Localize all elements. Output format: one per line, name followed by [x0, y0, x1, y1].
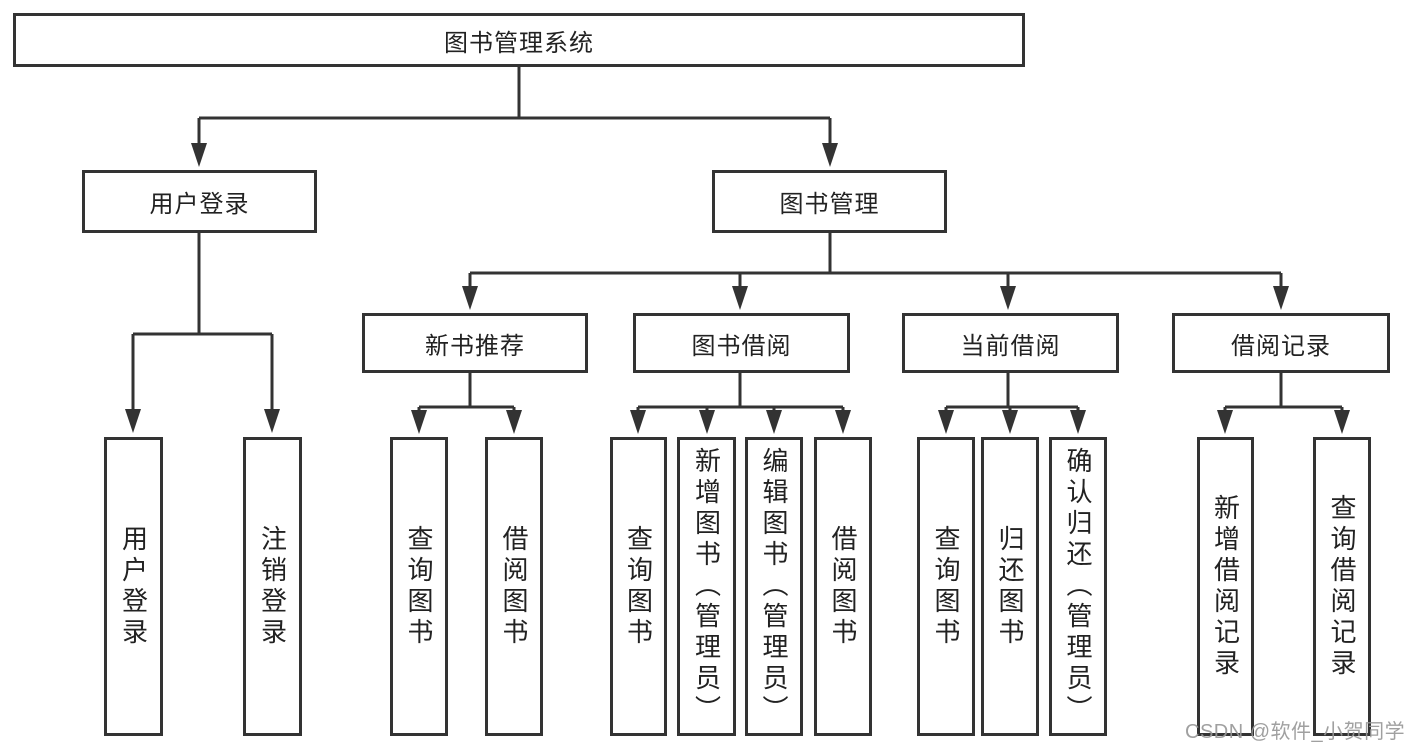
csdn-watermark: CSDN @软件_小贺同学	[1185, 721, 1405, 743]
arrowhead-icon	[1334, 410, 1350, 434]
connector-trunk-lines	[133, 67, 1342, 409]
leaf-return-books: 归还图书	[981, 437, 1039, 736]
leaf-edit-books-admin: 编辑图书（管理员）	[745, 437, 803, 736]
arrowhead-icon	[191, 143, 207, 167]
node-book-management: 图书管理	[712, 170, 947, 233]
leaf-borrow-books-1: 借阅图书	[485, 437, 543, 736]
arrowhead-icon	[1273, 286, 1289, 310]
arrowhead-icon	[1000, 286, 1016, 310]
node-root-system: 图书管理系统	[13, 13, 1025, 67]
node-borrow-records: 借阅记录	[1172, 313, 1390, 373]
arrowhead-icon	[822, 143, 838, 167]
leaf-user-login: 用户登录	[104, 437, 163, 736]
arrowhead-icon	[1217, 410, 1233, 434]
arrowhead-icon	[1070, 410, 1086, 434]
arrowhead-icon	[835, 410, 851, 434]
arrowheads	[125, 143, 1350, 434]
arrowhead-icon	[264, 409, 280, 433]
leaf-query-books-3: 查询图书	[917, 437, 975, 736]
arrowhead-icon	[462, 286, 478, 310]
leaf-query-books-1: 查询图书	[390, 437, 448, 736]
leaf-confirm-return-admin: 确认归还（管理员）	[1049, 437, 1107, 736]
node-new-book-recommend: 新书推荐	[362, 313, 588, 373]
leaf-query-borrow-record: 查询借阅记录	[1313, 437, 1371, 736]
arrowhead-icon	[125, 409, 141, 433]
arrowhead-icon	[766, 410, 782, 434]
arrowhead-icon	[732, 286, 748, 310]
leaf-borrow-books-2: 借阅图书	[814, 437, 872, 736]
node-current-borrow: 当前借阅	[902, 313, 1119, 373]
arrowhead-icon	[506, 410, 522, 434]
arrowhead-icon	[1002, 410, 1018, 434]
arrowhead-icon	[630, 410, 646, 434]
leaf-logout: 注销登录	[243, 437, 302, 736]
arrowhead-icon	[411, 410, 427, 434]
node-user-login: 用户登录	[82, 170, 317, 233]
leaf-add-borrow-record: 新增借阅记录	[1197, 437, 1254, 736]
node-book-borrow: 图书借阅	[633, 313, 850, 373]
connector-arrow-shafts	[131, 118, 1344, 418]
arrowhead-icon	[938, 410, 954, 434]
arrowhead-icon	[699, 410, 715, 434]
leaf-query-books-2: 查询图书	[610, 437, 667, 736]
leaf-add-books-admin: 新增图书（管理员）	[677, 437, 736, 736]
